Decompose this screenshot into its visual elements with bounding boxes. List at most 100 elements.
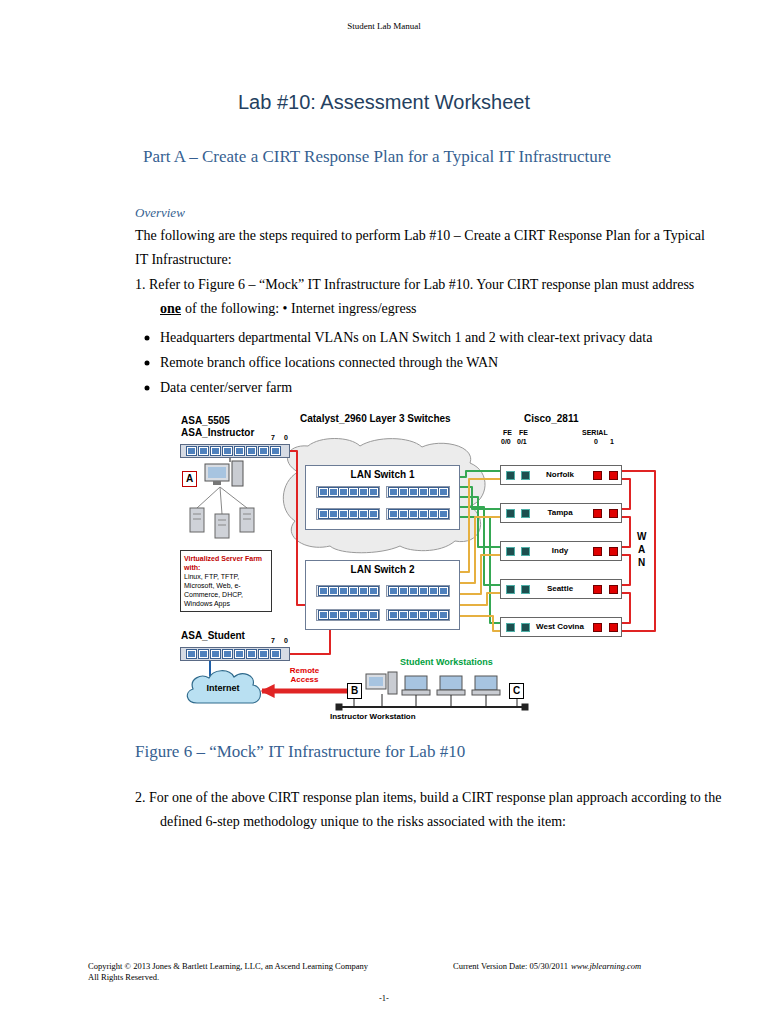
- edge-label: Remote Access: [290, 666, 319, 684]
- fe-port: [521, 509, 530, 518]
- lan-switch: LAN Switch 1: [305, 465, 460, 530]
- port-square: [211, 447, 220, 455]
- node-label: Internet: [206, 683, 239, 694]
- port-square: [369, 488, 378, 496]
- running-header: Student Lab Manual: [0, 21, 768, 32]
- port-square: [235, 447, 244, 455]
- internet-cloud: Internet: [183, 667, 263, 709]
- bullet-dot: [145, 336, 150, 341]
- callout-box: C: [509, 683, 524, 699]
- port-square: [419, 510, 428, 518]
- port-label: 0: [594, 437, 598, 446]
- port-square: [211, 650, 220, 658]
- node-label: Tampa: [547, 508, 572, 518]
- cable-wire: [460, 555, 500, 594]
- wan-label: W A N: [637, 530, 646, 569]
- cable-wire: [622, 555, 630, 585]
- serial-port: [609, 547, 618, 556]
- step-text: 2. For one of the above CIRT response pl…: [135, 786, 738, 834]
- port-label: 0/0: [501, 437, 511, 446]
- node-label: Linux, FTP, TFTP, Microsoft, Web, e-Comm…: [184, 572, 268, 608]
- bullet-text: Remote branch office locations connected…: [160, 351, 498, 375]
- emphasis: one: [160, 297, 181, 321]
- port-label: FE: [503, 428, 512, 437]
- lan-switch: LAN Switch 2: [305, 560, 460, 630]
- instructor-pc-icon: [205, 458, 243, 486]
- node-label: Virtualized Server Farm with:: [184, 554, 268, 572]
- port-square: [349, 488, 358, 496]
- serial-port: [593, 585, 602, 594]
- router-box: West Covina: [500, 617, 622, 637]
- port-square: [409, 488, 418, 496]
- port-square: [247, 447, 256, 455]
- port-square: [369, 510, 378, 518]
- port-square: [369, 587, 378, 595]
- bullet-dot: [145, 386, 150, 391]
- port-square: [319, 611, 328, 619]
- cable-wire: [460, 497, 500, 547]
- version-date: Current Version Date: 05/30/2011: [453, 961, 568, 972]
- port-square: [339, 611, 348, 619]
- device-label: Cisco_2811: [524, 413, 579, 425]
- node-label: Seattle: [547, 584, 573, 594]
- fe-port: [506, 623, 515, 632]
- port-group: [316, 585, 380, 597]
- port-square: [389, 587, 398, 595]
- node-label: ASA_5505 ASA_Instructor: [181, 415, 254, 439]
- server-icons: [190, 487, 254, 538]
- fe-port: [506, 471, 515, 480]
- cable-wire: [622, 471, 655, 631]
- port-square: [359, 510, 368, 518]
- port-square: [409, 587, 418, 595]
- fe-port: [506, 509, 515, 518]
- cable-wire: [622, 593, 630, 623]
- port-square: [329, 510, 338, 518]
- server-farm-box: Virtualized Server Farm with:Linux, FTP,…: [180, 550, 272, 612]
- port-square: [359, 587, 368, 595]
- node-label: LAN Switch 2: [306, 561, 459, 576]
- port-group: [316, 486, 380, 498]
- cable-wire: [460, 517, 500, 623]
- cable-wire: [290, 630, 330, 654]
- page-number: -1-: [0, 993, 768, 1004]
- firewall-device: ASA_5505 ASA_Instructor: [180, 444, 290, 458]
- port-square: [369, 611, 378, 619]
- port-square: [439, 587, 448, 595]
- workstation-icons: [366, 672, 500, 695]
- port-square: [339, 510, 348, 518]
- node-label: C: [513, 685, 520, 697]
- port-group: [316, 609, 380, 621]
- port-square: [409, 611, 418, 619]
- cable-wire: [460, 593, 500, 605]
- port-square: [399, 510, 408, 518]
- serial-port: [609, 471, 618, 480]
- router-box: Tampa: [500, 503, 622, 523]
- fe-port: [521, 623, 530, 632]
- port-label: 1: [610, 437, 614, 446]
- group-label: Student Workstations: [400, 657, 493, 668]
- port-square: [389, 611, 398, 619]
- port-square: [329, 587, 338, 595]
- text-row: Current Version Date: 05/30/2011www.jble…: [453, 961, 641, 972]
- port-square: [199, 447, 208, 455]
- port-square: [429, 510, 438, 518]
- fe-port: [521, 585, 530, 594]
- paragraph: The following are the steps required to …: [135, 224, 713, 272]
- port-label: 7: [271, 433, 275, 442]
- section-heading: Part A – Create a CIRT Response Plan for…: [0, 146, 754, 167]
- port-square: [271, 447, 280, 455]
- lan-bus: [336, 694, 528, 710]
- port-square: [419, 488, 428, 496]
- port-square: [319, 510, 328, 518]
- port-group: [386, 585, 450, 597]
- port-group: [386, 486, 450, 498]
- port-square: [259, 447, 268, 455]
- text-row: oneof the following: • Internet ingress/…: [160, 297, 417, 321]
- port-square: [399, 488, 408, 496]
- serial-port: [593, 471, 602, 480]
- step-text: of the following: • Internet ingress/egr…: [185, 297, 417, 321]
- port-square: [329, 611, 338, 619]
- port-square: [349, 510, 358, 518]
- subheading: Overview: [135, 205, 185, 221]
- port-square: [271, 650, 280, 658]
